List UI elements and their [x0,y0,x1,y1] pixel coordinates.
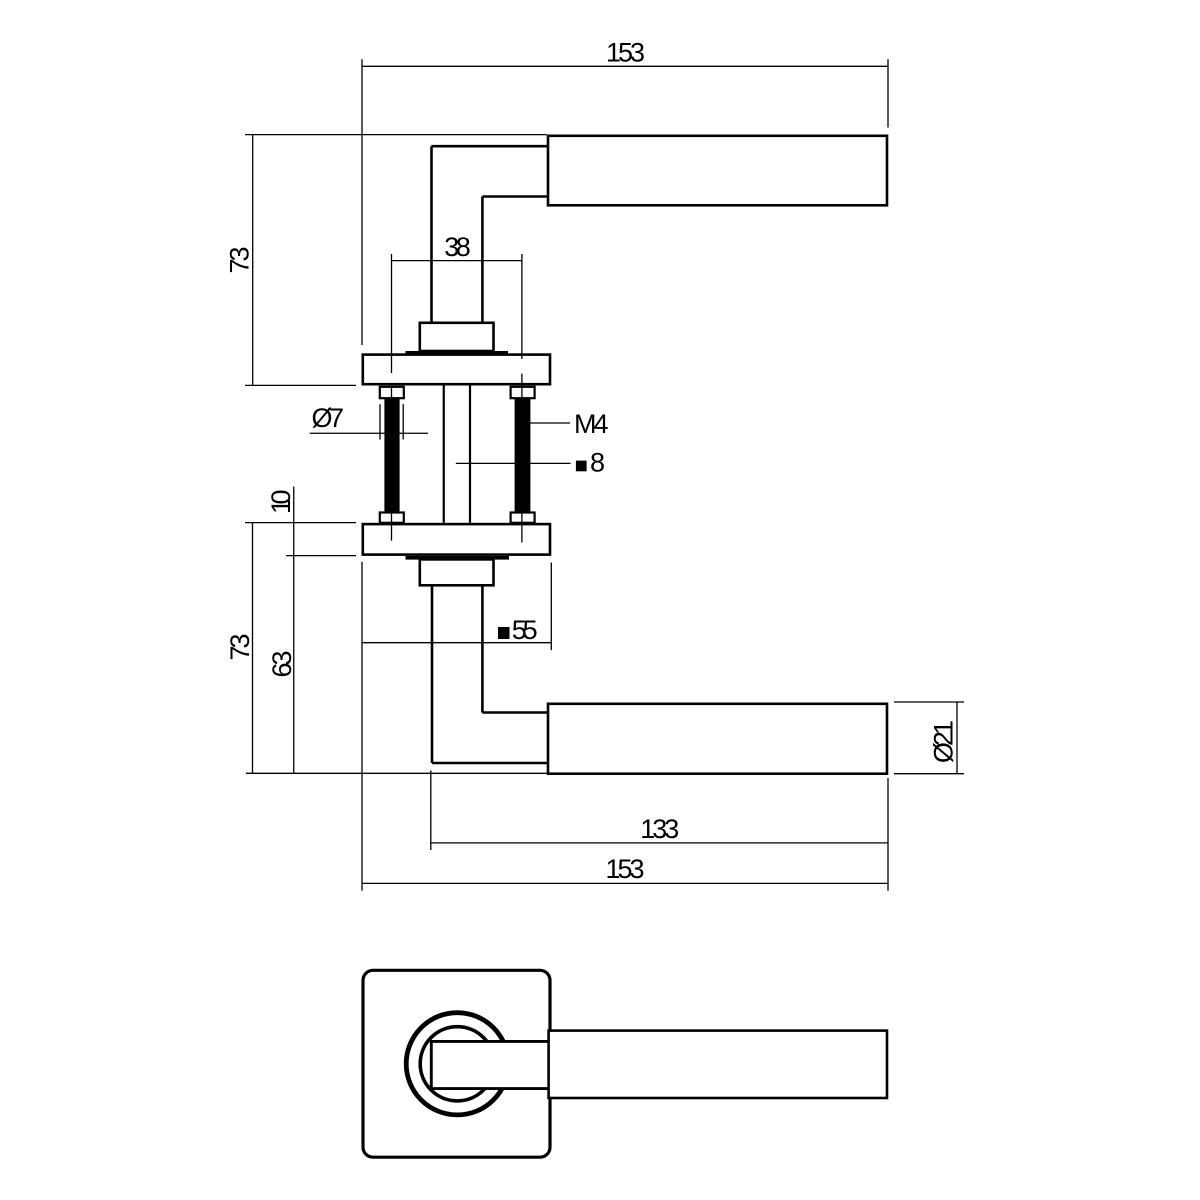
svg-text:10: 10 [266,489,296,514]
svg-text:153: 153 [606,38,645,68]
svg-text:73: 73 [225,634,255,661]
svg-text:63: 63 [267,651,297,678]
svg-text:153: 153 [606,854,645,884]
svg-text:73: 73 [225,247,255,274]
svg-text:8: 8 [590,448,605,478]
svg-text:M4: M4 [574,409,609,439]
svg-text:Ø7: Ø7 [312,403,345,433]
svg-text:55: 55 [512,615,538,645]
svg-text:38: 38 [444,232,471,262]
svg-text:Ø21: Ø21 [929,720,959,763]
svg-text:133: 133 [640,814,679,844]
